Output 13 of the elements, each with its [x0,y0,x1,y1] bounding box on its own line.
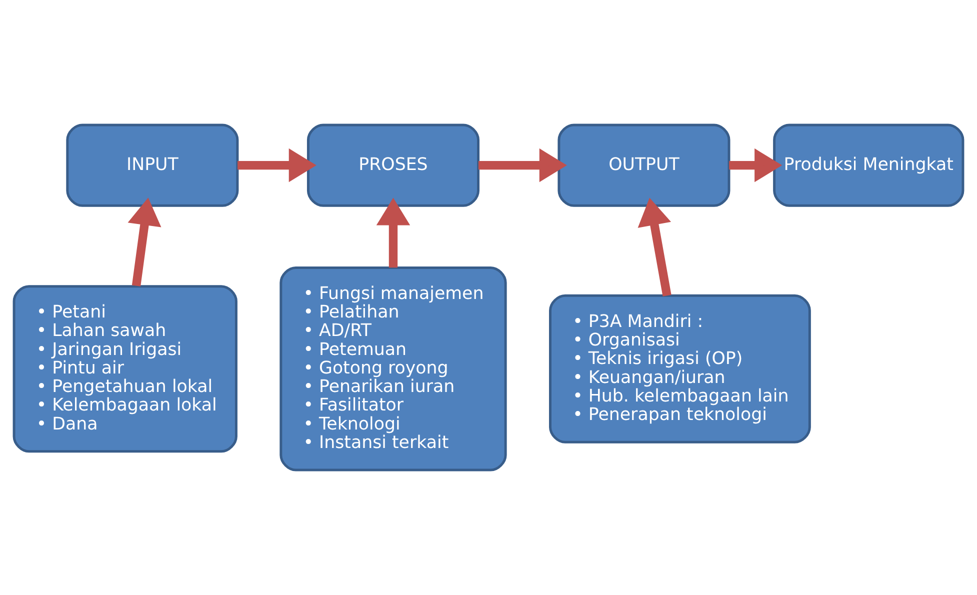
node-box: • Petani • Lahan sawah • Jaringan Irigasi • Pintu air • Pengetahuan lokal • Kelembagaan lokal • Dana [12,285,238,453]
node-box: • P3A Mandiri : • Organisasi • Teknis irigasi (OP) • Keuangan/iuran • Hub. kelembagaan lain • Penerapan teknologi [549,294,811,444]
node-box: • Fungsi manajemen • Pelatihan • AD/RT • Petemuan • Gotong royong • Penarikan iuran • Fasilitator • Teknologi • Instansi terkait [280,266,507,472]
node-box: PROSES [306,124,480,207]
node-box: Produksi Meningkat [773,124,964,207]
arrow [376,198,410,268]
arrow [478,148,567,182]
arrow [638,198,672,296]
node-box: OUTPUT [558,124,730,207]
arrow [238,148,316,182]
arrow [128,198,162,286]
node-box: INPUT [66,124,239,207]
arrow [729,148,782,182]
